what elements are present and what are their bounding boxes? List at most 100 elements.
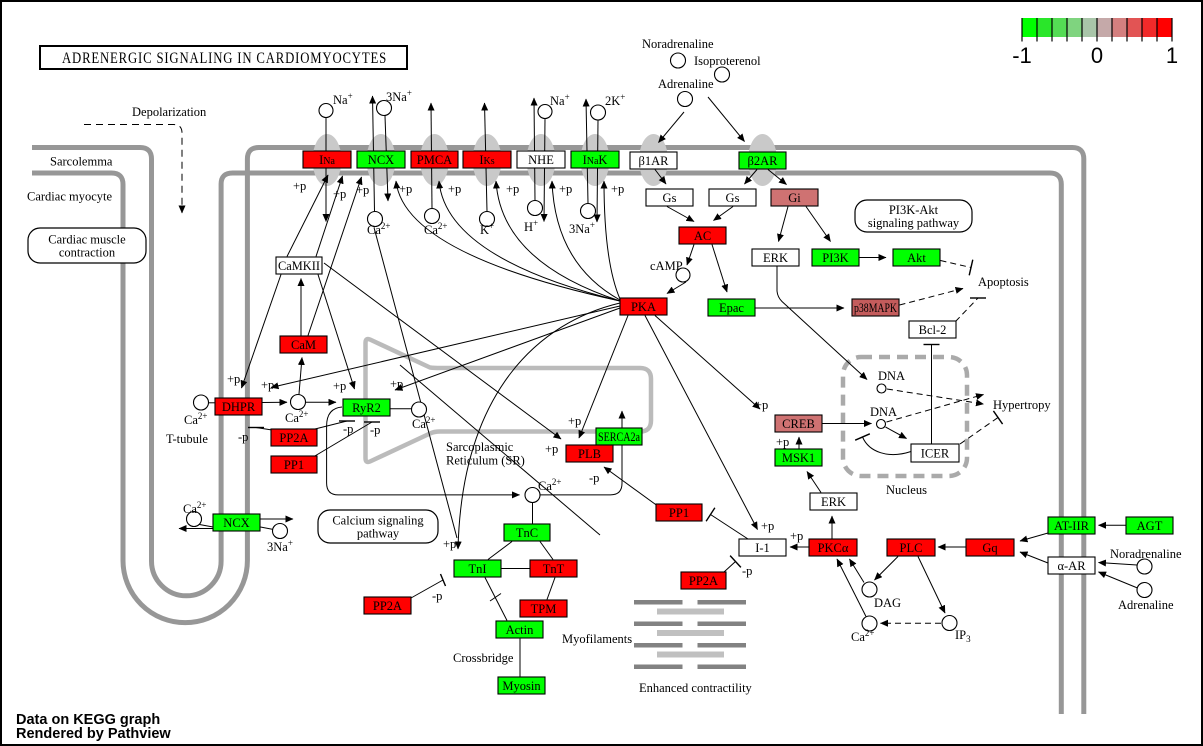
gene-box-NCX2 [212,513,261,532]
phospho-label-3: +p [399,182,412,196]
phospho-label-22: -p [589,471,599,485]
gene-label-PP1-1: PP1 [284,458,304,472]
metabolite-dag [861,581,878,598]
label-cardiac-myocyte: Cardiac myocyte [27,190,112,204]
gene-label-PI3K: PI3K [822,251,848,265]
edge-layer [84,95,1138,677]
edge-ncx2-na3-conn [260,526,274,530]
metabolite-adrenaline-2 [1136,581,1153,599]
myofilament-thin-2-0 [634,643,683,648]
gene-node-MSK1: MSK1 [774,448,823,467]
gene-node-PP1-2: PP1 [655,503,703,522]
gene-node-Gs2: Gs [708,188,757,207]
label-nucleus: Nucleus [886,483,927,497]
gene-label-TnC: TnC [516,526,538,540]
edge-pp2a3-tni-inhibit-bar [439,573,447,587]
gene-node-CaMKII: CaMKII [275,256,323,275]
gene-label-a-AR: α-AR [1057,559,1086,573]
edge-camkii-ina1 [286,174,329,257]
phospho-label-9: +p [261,378,274,392]
label-t-tubule: T-tubule [166,432,208,446]
gene-box-INa [302,150,352,169]
pathway-box-rect-calcium-signaling-pathway [317,509,439,544]
gene-label-TPM: TPM [531,602,557,616]
metabolite-adrenaline-1 [676,90,694,108]
edge-b2ar-gi [767,169,787,185]
gene-label-PMCA: PMCA [417,153,452,167]
ca-reuptake-path [540,410,626,496]
gene-box-TnT [529,559,578,578]
edge-pp2a4-i1 [723,561,736,573]
color-key-min: -1 [1012,43,1032,68]
gene-node-a-AR: α-AR [1047,556,1096,575]
pathway-box-rect-cardiac-muscle-contraction [27,227,147,264]
edge-pka-dhpr [270,305,621,390]
edge-camkii-plb [323,262,562,440]
gene-node-AT-IIR: AT-IIR [1047,516,1096,535]
gene-node-RyR2: RyR2 [342,398,391,417]
pathway-box-label-calcium-signaling-pathway-0: Calcium signaling [332,513,424,527]
gene-label-CREB: CREB [782,417,815,431]
gene-box-AT-IIR [1047,516,1096,535]
metabolite-ca-dhpr [289,393,307,411]
color-key-segment-6 [1112,18,1127,37]
edge-icer-creb-inhib [862,436,912,456]
gene-node-PKCa: PKCα [808,538,858,557]
metabolite-label-na3-ncx: 3Na+ [386,88,412,104]
gene-label-Gs2: Gs [726,191,740,205]
gene-box-Gq [965,538,1015,557]
gene-label-TnT: TnT [543,562,565,576]
gene-label-Akt: Akt [907,251,926,265]
gene-node-AGT: AGT [1125,516,1174,535]
gene-node-SERCA2a: SERCA2a [595,427,643,446]
gene-box-ICER [910,443,960,463]
metabolite-label-k2-inak: 2K+ [605,92,625,108]
gene-box-Gs2 [708,188,757,207]
gene-label-CaMKII: CaMKII [278,259,320,273]
gene-box-PLC [886,538,936,557]
pathway-box-label-cardiac-muscle-contraction-1: contraction [59,245,116,259]
gene-label-Myosin: Myosin [502,679,541,693]
gene-label-NHE: NHE [528,153,554,167]
gene-label-MSK1: MSK1 [782,451,815,465]
edge-ligand-to-b2ar [707,96,745,142]
gene-node-CaM: CaM [279,335,328,354]
edge-nhe-na-in [540,118,548,222]
metabolite-ca-ncx [366,210,384,228]
gene-box-a-AR [1047,556,1096,575]
phospho-label-20: -p [343,422,353,436]
edge-camkii-ryr2 [317,274,356,390]
footer-line1: Data on KEGG graph [16,712,160,728]
gene-box-PP2A-1 [270,428,318,447]
gene-label-PLB: PLB [578,447,601,461]
gene-label-INa: INa [319,153,335,167]
edge-dna2-icer [885,426,907,439]
gene-node-b1AR: β1AR [629,151,678,170]
gene-node-PMCA: PMCA [410,150,459,169]
pathway-box-label-pi3k-akt-signaling-pathway-0: PI3K-Akt [889,203,939,217]
edge-ca-ncx2-conn [199,524,214,528]
edge-pka-i1 [644,315,758,530]
edge-pka-plb [578,315,629,439]
metabolite-na3-ncx [375,99,393,117]
metabolite-label-adrenaline-1: Adrenaline [658,77,714,91]
edge-depolarization [84,124,186,214]
gene-node-AC: AC [678,226,727,245]
gene-label-NCX: NCX [368,153,394,167]
gene-box-RyR2 [342,398,391,417]
edge-bcl2-apoptosis [955,297,979,322]
edge-inak-k-in [593,120,601,223]
edge-aar-gq [1019,551,1049,564]
gene-box-INaK [570,150,620,169]
gene-box-PP1-1 [270,455,318,474]
edge-icer-hypertropy [959,417,999,445]
label-hypertropy: Hypertropy [993,398,1051,412]
gene-box-b2AR [738,151,787,170]
phospho-label-16: +p [776,435,789,449]
phospho-label-13: +p [568,414,581,428]
gene-label-RyR2: RyR2 [352,401,381,415]
gene-node-PP1-1: PP1 [270,455,318,474]
gene-node-Actin: Actin [495,620,544,639]
